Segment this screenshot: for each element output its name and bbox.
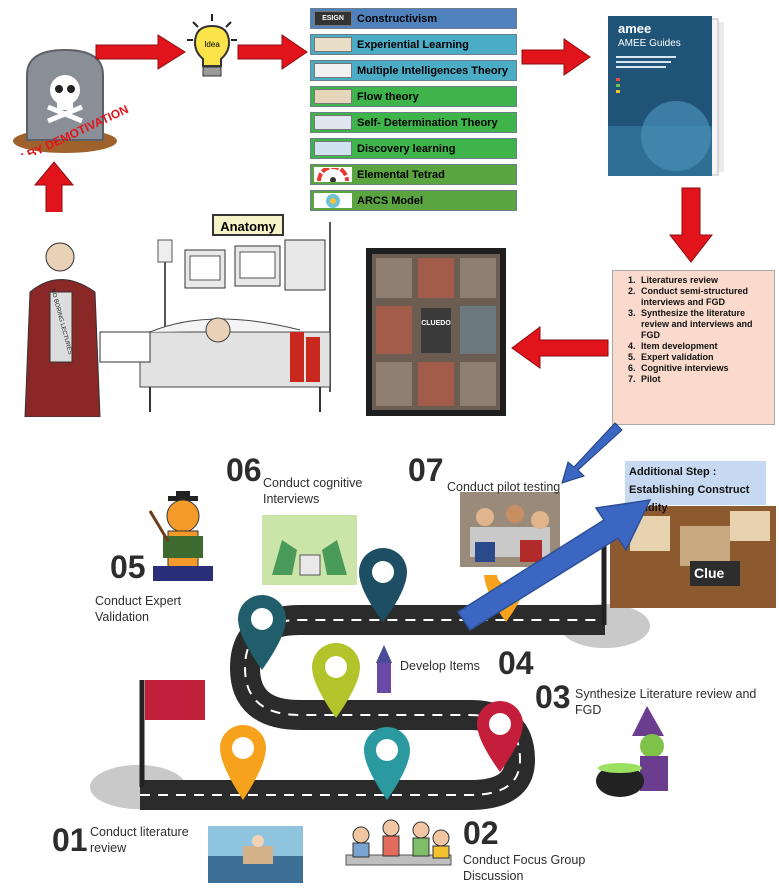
milestone-number-06: 06 bbox=[226, 452, 262, 489]
milestone-caption-04: Develop Items bbox=[400, 658, 500, 674]
milestone-number-07: 07 bbox=[408, 452, 444, 489]
arrow-blue-thin bbox=[562, 423, 622, 483]
milestone-caption-07: Conduct pilot testing bbox=[447, 479, 597, 495]
milestone-number-05: 05 bbox=[110, 549, 146, 586]
arrow-blue-large bbox=[458, 500, 650, 630]
milestone-number-04: 04 bbox=[498, 645, 534, 682]
milestone-number-03: 03 bbox=[535, 679, 571, 716]
milestone-caption-03: Synthesize Literature review and FGD bbox=[575, 686, 779, 718]
milestone-caption-01: Conduct literature review bbox=[90, 824, 210, 856]
milestone-caption-05: Conduct Expert Validation bbox=[95, 593, 205, 625]
milestone-number-02: 02 bbox=[463, 815, 499, 852]
milestone-number-01: 01 bbox=[52, 822, 88, 859]
milestone-caption-02: Conduct Focus Group Discussion bbox=[463, 852, 603, 884]
milestone-caption-06: Conduct cognitive Interviews bbox=[263, 475, 373, 507]
